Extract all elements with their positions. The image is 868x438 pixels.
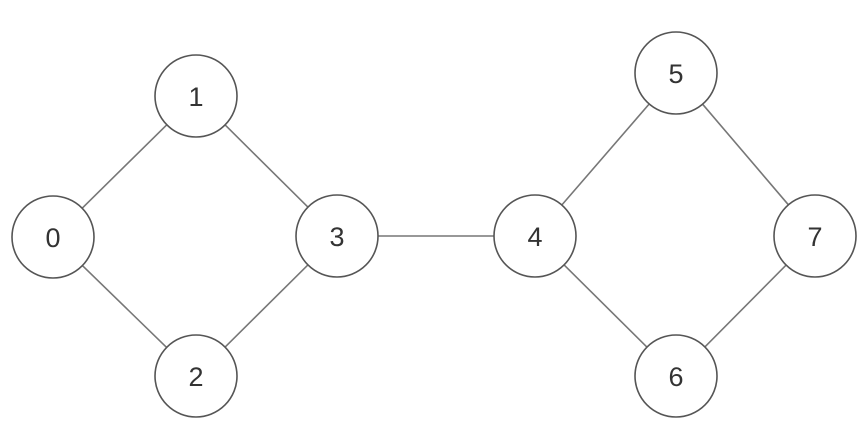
graph-node-7[interactable]: 7 [773, 194, 857, 278]
graph-node-label-7: 7 [807, 222, 822, 252]
graph-edge-0-1 [81, 123, 168, 210]
graph-node-circle-3 [295, 194, 379, 278]
graph-node-label-4: 4 [527, 222, 542, 252]
graph-node-circle-5 [634, 31, 718, 115]
graph-edge-4-5 [561, 103, 650, 206]
graph-node-label-5: 5 [668, 59, 683, 89]
graph-node-label-3: 3 [329, 222, 344, 252]
graph-node-2[interactable]: 2 [154, 334, 238, 418]
graph-node-circle-4 [493, 194, 577, 278]
edge-layer [81, 103, 790, 349]
graph-node-label-0: 0 [45, 223, 60, 253]
graph-edge-0-2 [81, 264, 168, 349]
graph-node-6[interactable]: 6 [634, 334, 718, 418]
graph-node-4[interactable]: 4 [493, 194, 577, 278]
graph-node-label-6: 6 [668, 362, 683, 392]
graph-edge-5-7 [701, 103, 790, 206]
graph-edge-4-6 [563, 264, 648, 348]
graph-edge-1-3 [224, 124, 309, 208]
graph-edge-6-7 [704, 264, 787, 348]
graph-node-label-1: 1 [188, 82, 203, 112]
graph-node-3[interactable]: 3 [295, 194, 379, 278]
graph-node-0[interactable]: 0 [11, 195, 95, 279]
graph-node-label-2: 2 [188, 362, 203, 392]
graph-node-circle-1 [154, 54, 238, 138]
graph-node-circle-7 [773, 194, 857, 278]
node-layer: 0 1 2 3 4 5 6 7 [11, 31, 857, 418]
graph-node-5[interactable]: 5 [634, 31, 718, 115]
graph-node-1[interactable]: 1 [154, 54, 238, 138]
graph-edge-2-3 [224, 264, 309, 348]
graph-node-circle-6 [634, 334, 718, 418]
graph-node-circle-2 [154, 334, 238, 418]
graph-node-circle-0 [11, 195, 95, 279]
